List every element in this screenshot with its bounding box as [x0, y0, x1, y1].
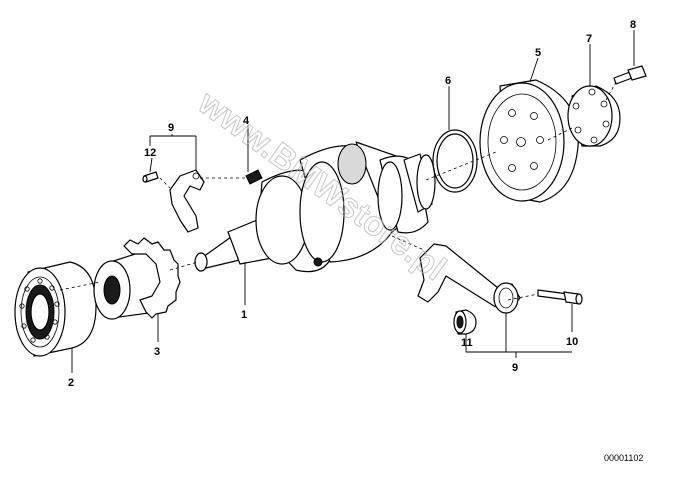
- bearing-cap: [169, 169, 205, 233]
- callout-9-bottom: 9: [512, 362, 518, 374]
- callout-10: 10: [566, 336, 578, 348]
- callout-12: 12: [144, 147, 156, 159]
- crankshaft: [194, 141, 436, 273]
- ball-bearing: [14, 261, 97, 357]
- callout-4: 4: [243, 115, 250, 127]
- sprocket-gear: [93, 237, 181, 320]
- callout-9-top: 9: [168, 122, 174, 134]
- callout-2: 2: [68, 377, 74, 389]
- alignment-lines: [59, 81, 617, 301]
- leader-lines: [71, 30, 635, 373]
- callout-labels: 1 2 3 4 5 6 7 8 9 12 10 11 9: [68, 19, 636, 389]
- callout-1: 1: [241, 309, 247, 321]
- washer-plate: [567, 85, 621, 147]
- small-end-bushing: [453, 309, 477, 335]
- woodruff-key: [245, 169, 263, 185]
- connecting-rod: [417, 243, 521, 314]
- callout-11: 11: [461, 337, 473, 349]
- callout-5: 5: [535, 47, 541, 59]
- o-ring-seal: [432, 129, 478, 193]
- flywheel: [479, 79, 579, 203]
- callout-6: 6: [445, 75, 451, 87]
- drawing-code: 00001102: [604, 453, 643, 463]
- conrod-bolt: [537, 289, 583, 305]
- dowel-pin: [142, 171, 159, 183]
- flywheel-bolt: [613, 65, 647, 85]
- callout-7: 7: [586, 33, 592, 45]
- callout-8: 8: [630, 19, 636, 31]
- callout-3: 3: [154, 346, 160, 358]
